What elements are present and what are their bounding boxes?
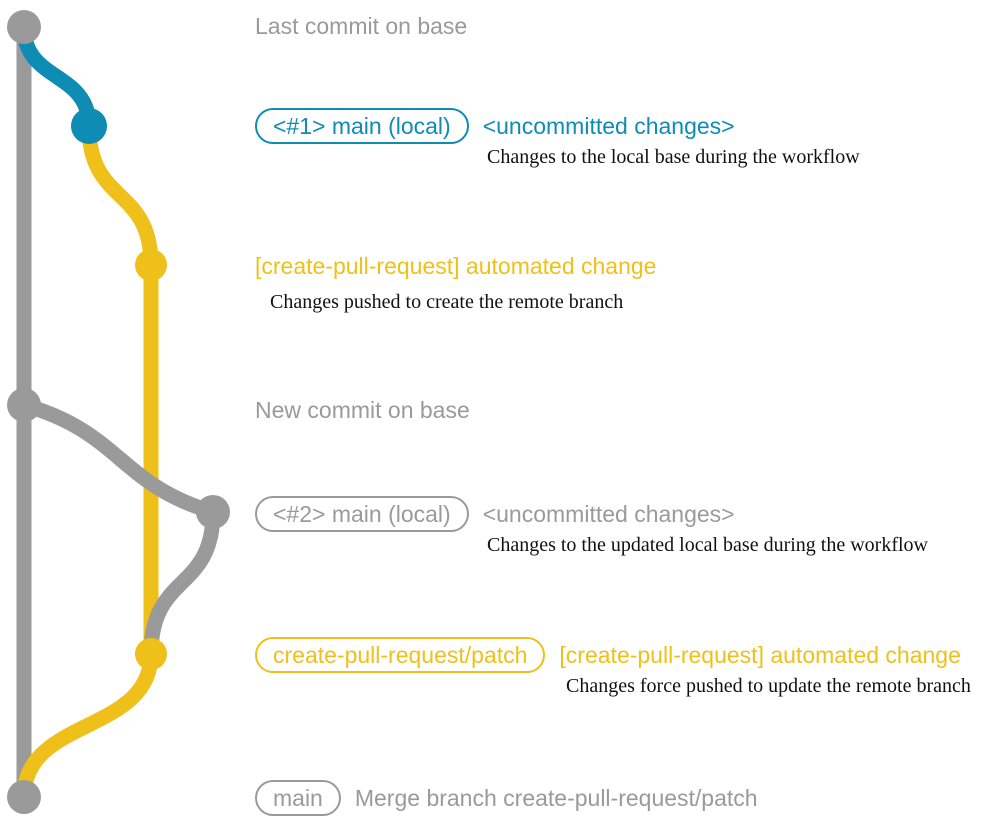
commit-message-merge-commit: Merge branch create-pull-request/patch <box>354 784 758 811</box>
commit-node-automated-change-1[interactable] <box>135 249 167 281</box>
commit-node-local-commit-2[interactable] <box>196 495 230 529</box>
commit-node-local-commit-1[interactable] <box>71 108 107 144</box>
commit-node-new-commit-on-base[interactable] <box>7 388 41 422</box>
commit-message-automated-change-2: [create-pull-request] automated change <box>559 641 961 668</box>
commit-node-last-commit-on-base[interactable] <box>7 10 41 44</box>
branch-pill-local-commit-2[interactable]: <#2> main (local) <box>255 496 469 532</box>
commit-node-merge-commit[interactable] <box>7 780 41 814</box>
commit-row-automated-change-2: create-pull-request/patch [create-pull-r… <box>255 637 961 673</box>
branch-pill-local-commit-1[interactable]: <#1> main (local) <box>255 108 469 144</box>
commit-message-new-commit-on-base: New commit on base <box>255 397 470 423</box>
commit-row-merge-commit: main Merge branch create-pull-request/pa… <box>255 780 758 816</box>
edge-local-1-to-remote-1 <box>81 118 159 273</box>
branch-pill-automated-change-2[interactable]: create-pull-request/patch <box>255 637 546 673</box>
commit-node-automated-change-2[interactable] <box>135 638 167 670</box>
commit-row-local-commit-2: <#2> main (local) <uncommitted changes> <box>255 496 735 532</box>
commit-row-local-commit-1: <#1> main (local) <uncommitted changes> <box>255 108 735 144</box>
commit-message-local-commit-2: <uncommitted changes> <box>482 500 735 527</box>
commit-description-automated-change-2: Changes force pushed to update the remot… <box>566 675 971 697</box>
edge-local-2-to-remote-2 <box>143 504 221 662</box>
commit-message-last-commit-on-base: Last commit on base <box>255 13 468 39</box>
edge-base-to-local-2 <box>16 397 221 520</box>
commit-description-automated-change-1: Changes pushed to create the remote bran… <box>270 291 624 313</box>
branch-pill-merge-commit[interactable]: main <box>255 780 341 816</box>
commit-message-local-commit-1: <uncommitted changes> <box>482 112 735 139</box>
commit-description-local-commit-2: Changes to the updated local base during… <box>487 534 928 556</box>
commit-message-automated-change-1: [create-pull-request] automated change <box>255 253 657 279</box>
edge-remote-2-to-merge <box>16 646 159 805</box>
commit-description-local-commit-1: Changes to the local base during the wor… <box>487 146 860 168</box>
